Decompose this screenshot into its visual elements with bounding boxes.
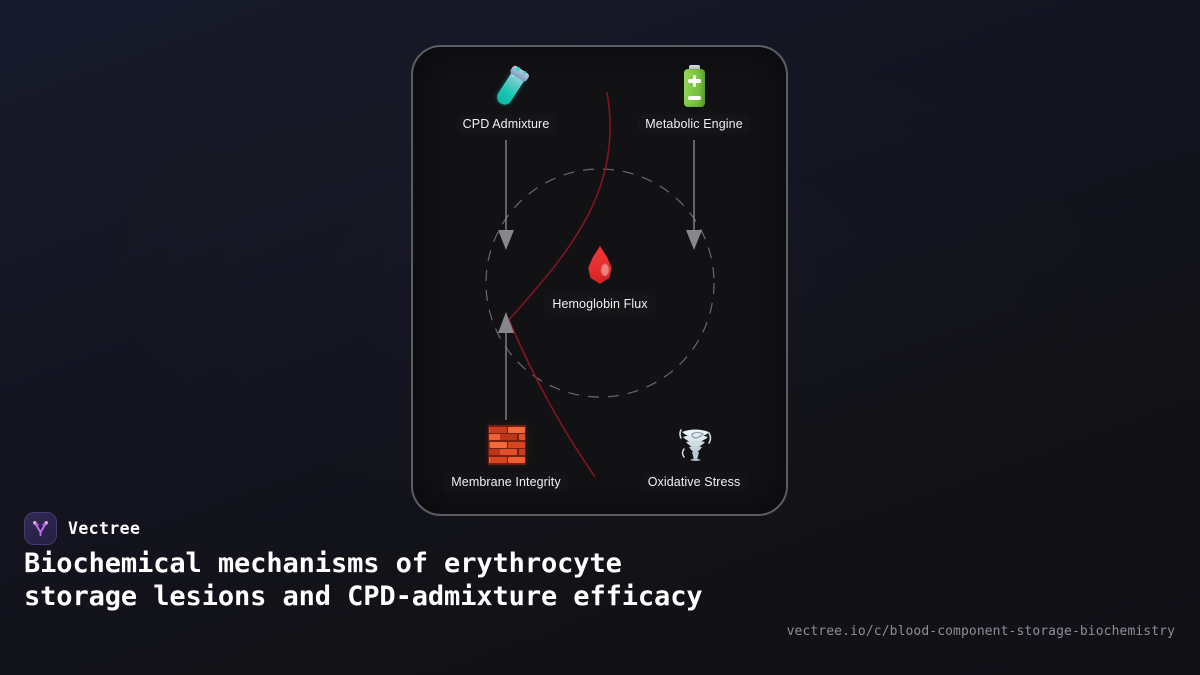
- node-cpd-admixture[interactable]: CPD Admixture: [431, 64, 581, 134]
- accent-curve: [508, 91, 611, 478]
- footer-url: vectree.io/c/blood-component-storage-bio…: [786, 624, 1175, 639]
- node-hemoglobin-flux[interactable]: Hemoglobin Flux: [525, 244, 675, 314]
- brick: [489, 456, 507, 463]
- node-membrane-integrity[interactable]: Membrane Integrity: [431, 422, 581, 492]
- diagram-connections: [485, 91, 715, 478]
- brand-name: Vectree: [68, 519, 141, 538]
- brick: [519, 465, 527, 466]
- brick: [518, 434, 525, 441]
- page-headline: Biochemical mechanisms of erythrocyte st…: [24, 548, 703, 612]
- node-label-cpd-admixture: CPD Admixture: [455, 114, 557, 134]
- tornado-icon: [671, 422, 717, 468]
- brick: [518, 449, 525, 456]
- brick: [500, 465, 517, 466]
- brand: Vectree: [24, 512, 140, 545]
- battery-icon: [671, 64, 717, 110]
- brick: [508, 456, 525, 463]
- node-oxidative-stress[interactable]: Oxidative Stress: [619, 422, 769, 492]
- brick: [489, 465, 506, 466]
- blood-drop-icon: [577, 244, 623, 290]
- center-dashed-circle: [485, 168, 715, 398]
- brick: [489, 426, 507, 433]
- brick: [499, 449, 517, 456]
- node-label-oxidative-stress: Oxidative Stress: [640, 472, 748, 492]
- test-tube-icon: [483, 64, 531, 110]
- node-metabolic-engine[interactable]: Metabolic Engine: [619, 64, 769, 134]
- brick: [489, 434, 506, 441]
- node-label-metabolic-engine: Metabolic Engine: [638, 114, 750, 134]
- brick: [508, 441, 525, 448]
- brick: [489, 465, 506, 466]
- edge-cpd-to-hemoglobin-arrowhead: [498, 230, 514, 250]
- brick-wall-icon: [483, 422, 529, 468]
- vectree-logo-icon: [24, 512, 57, 545]
- brick: [489, 449, 506, 456]
- brick: [489, 441, 507, 448]
- edge-metabolic-to-hemoglobin-arrowhead: [686, 230, 702, 250]
- node-label-hemoglobin-flux: Hemoglobin Flux: [545, 294, 655, 314]
- edge-membrane-to-hemoglobin-arrowhead: [498, 312, 514, 333]
- brick: [499, 434, 517, 441]
- brick: [508, 426, 525, 433]
- node-label-membrane-integrity: Membrane Integrity: [444, 472, 568, 492]
